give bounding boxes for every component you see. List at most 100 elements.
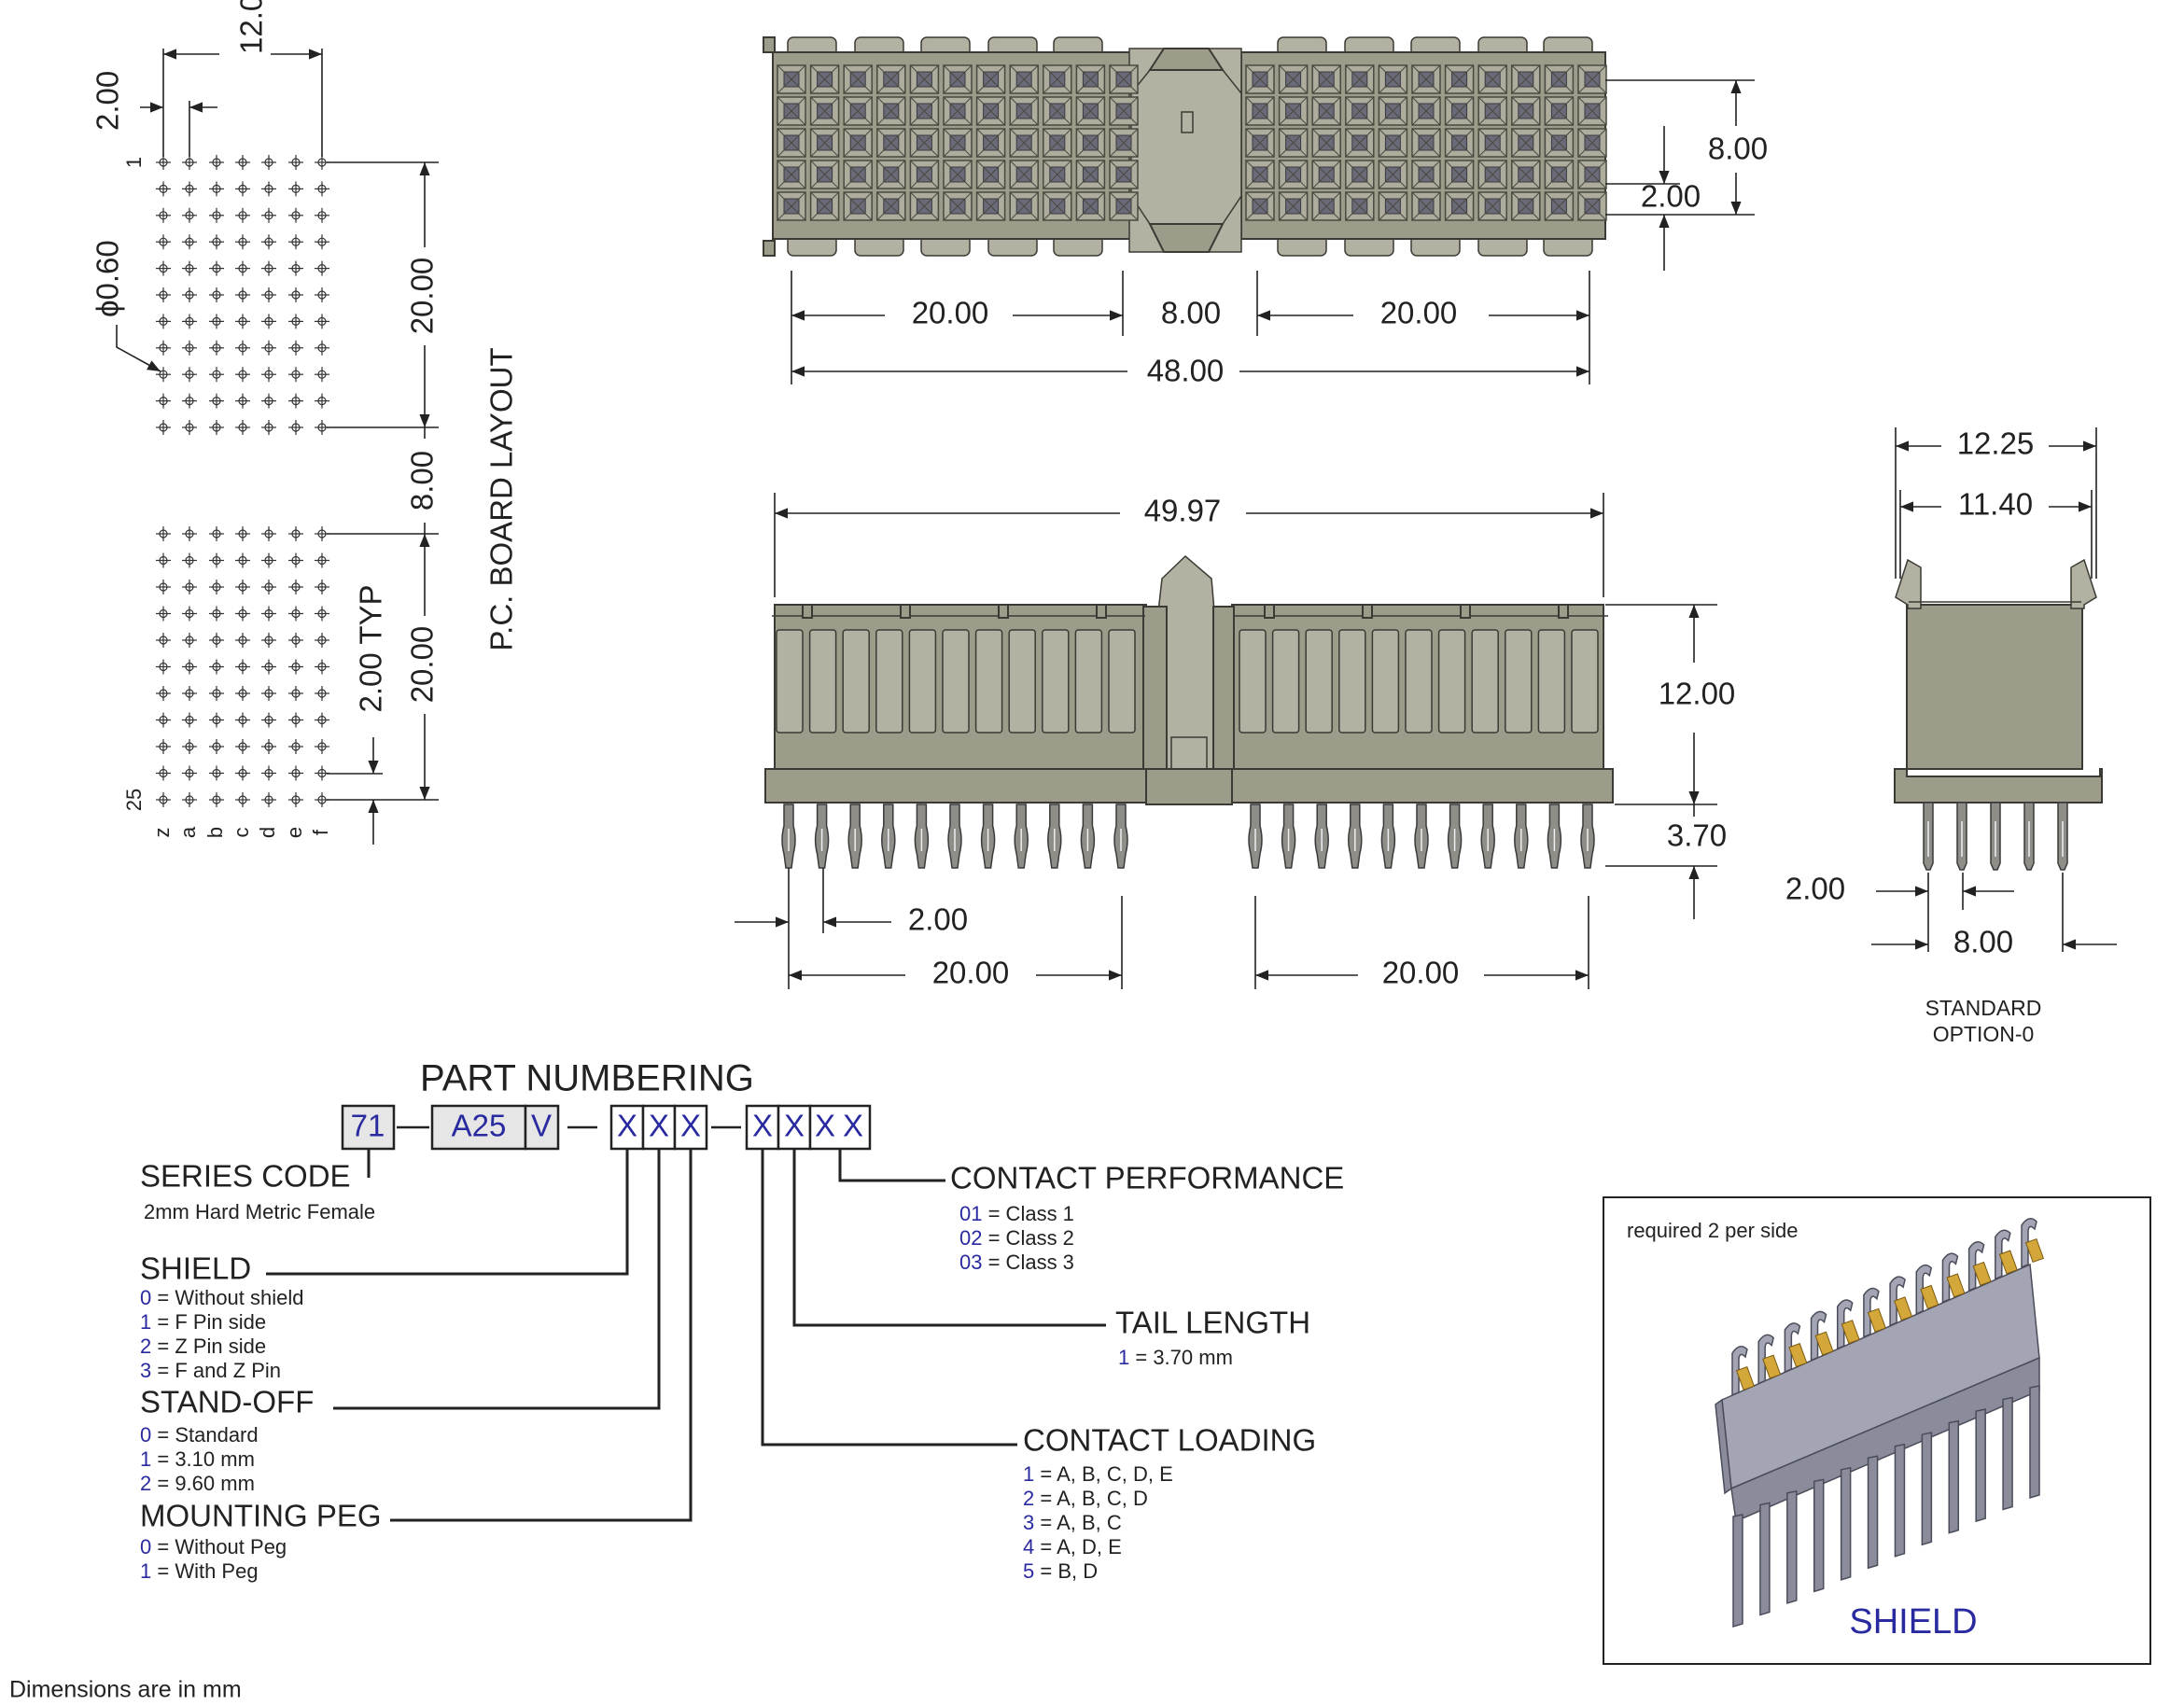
pcb-hole [315,287,329,302]
pcb-hole [182,393,197,409]
contact-cell [975,64,1006,94]
pcb-hole [209,260,224,276]
pcb-hole [288,659,303,675]
contact-cell [1444,160,1475,189]
pcb-hole [235,287,250,302]
pcb-hole [182,765,197,781]
pcb-lower-dim: 20.00 [405,626,440,704]
contact-cell [1075,128,1106,158]
contact-cell [876,191,906,221]
pcb-width-dim: 12.00 [234,0,269,54]
tail-pin [1248,804,1263,869]
tail-pin [1480,804,1495,869]
pcb-hole [209,367,224,383]
contact-cell [1411,96,1441,126]
front-height-dim: 12.00 [1659,677,1736,711]
side-pin [2023,802,2035,871]
pcb-pitch-dim: 2.00 [91,71,125,131]
tail-pin [1414,804,1429,869]
pcb-column-label: f [309,829,332,835]
pcb-hole [261,659,276,675]
pcb-hole [261,420,276,435]
contact-cell [1477,128,1507,158]
pcb-hole [209,712,224,728]
contact-cell [809,128,840,158]
pcb-hole [182,155,197,170]
contact-cell [1311,191,1341,221]
pcb-hole [156,659,171,675]
contact-cell [1075,96,1106,126]
pcb-hole [261,393,276,409]
shield-contact [1731,1346,1756,1397]
pcb-hole [288,606,303,622]
contact-cell [1075,64,1106,94]
contact-cell [1444,191,1475,221]
shield-leg [2029,1385,2040,1500]
pcb-hole [182,792,197,807]
side-outer-dim: 12.25 [1957,426,2035,461]
contact-cell [1444,128,1475,158]
pcb-hole [315,340,329,356]
pcb-hole [261,367,276,383]
pcb-hole [209,181,224,197]
side-pin [1956,802,1967,871]
pcb-hole [156,340,171,356]
shield-contact [1967,1240,1992,1293]
shield-leg [1759,1502,1771,1616]
side-pin [1990,802,2001,871]
pcb-row-last: 25 [122,789,146,811]
front-slot [974,629,1003,734]
series-code-desc: 2mm Hard Metric Female [144,1200,375,1223]
top-height-dim: 8.00 [1708,132,1768,166]
pcb-hole [182,526,197,541]
side-pin [1923,802,1934,871]
pn-box-perf-1: X [815,1109,835,1143]
pcb-hole [182,420,197,435]
pcb-hole [156,606,171,622]
contact-cell [1544,96,1575,126]
pcb-column-label: e [283,827,306,838]
contact-cell [1109,191,1139,221]
pcb-hole [235,552,250,568]
shield-leg [2002,1396,2013,1511]
contact-cell [1511,160,1541,189]
contact-cell [809,96,840,126]
tail-pin [1080,804,1096,869]
tail-pin [814,804,830,869]
top-left-dim: 20.00 [912,296,989,330]
shield-contact [1810,1310,1834,1362]
front-slot [1338,629,1366,734]
front-slot [1271,629,1300,734]
contact-cell [909,64,940,94]
pcb-hole [182,686,197,701]
contact-cell [1544,160,1575,189]
pcb-hole-dim: ϕ0.60 [91,240,125,317]
contact-cell [1109,64,1139,94]
contact-cell [1009,64,1039,94]
contact-cell [1345,160,1375,189]
shield-contact [1995,1229,2018,1280]
shield-panel-note: required 2 per side [1627,1219,1798,1242]
pcb-hole [261,633,276,648]
front-pitch-dim: 2.00 [908,902,968,937]
pcb-hole [209,792,224,807]
contact-cell [1477,160,1507,189]
pcb-hole [288,712,303,728]
dimensions-note: Dimensions are in mm [9,1677,242,1703]
pcb-hole [288,686,303,701]
shield-panel-label: SHIELD [1849,1602,1977,1642]
pcb-hole [209,633,224,648]
shield-option-3: 3 = F and Z Pin [140,1359,281,1382]
contact-cell [876,96,906,126]
shield-top-contacts [1731,1218,2045,1397]
shield-legs [1732,1385,2040,1628]
pcb-hole [261,155,276,170]
pcb-hole [315,367,329,383]
front-slot [776,629,804,734]
performance-option-3: 03 = Class 3 [959,1251,1074,1274]
tail-pin [1281,804,1296,869]
shield-leg [1867,1455,1879,1570]
contact-cell [1009,128,1039,158]
pcb-hole [182,287,197,302]
